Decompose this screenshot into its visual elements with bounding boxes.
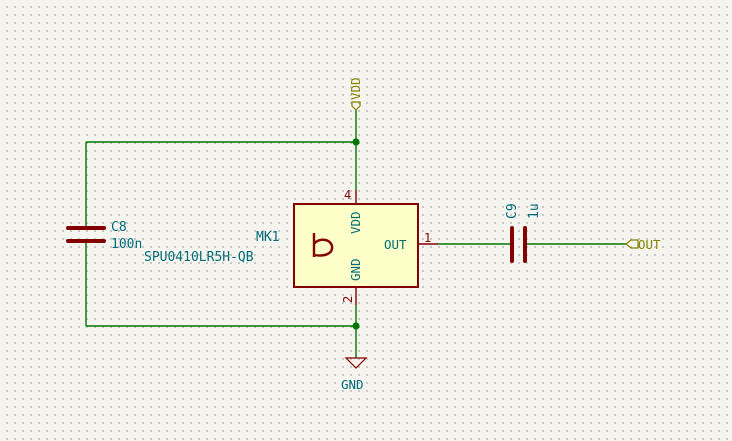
c8-value: 100n <box>111 237 142 252</box>
vdd-label: VDD <box>348 77 363 111</box>
mk1-pin-vdd-name: VDD <box>348 211 363 234</box>
mk1-value: SPU0410LR5H-QB <box>144 250 254 265</box>
microphone-mk1: VDD GND OUT 4 2 1 MK1 SPU0410LR5H-QB <box>144 188 438 305</box>
gnd-label-text: GND <box>341 377 364 392</box>
capacitor-c8: C8 100n <box>66 220 142 252</box>
vdd-label-text: VDD <box>348 77 363 100</box>
mk1-reference: MK1 <box>256 230 279 245</box>
junction-vdd <box>352 138 360 146</box>
mk1-pin-gnd-name: GND <box>348 258 363 281</box>
b-glyph-icon <box>312 233 334 257</box>
c8-reference: C8 <box>111 220 127 235</box>
junction-gnd <box>352 322 360 330</box>
mk1-pin-vdd-number: 4 <box>344 188 351 202</box>
out-label: OUT <box>625 237 661 252</box>
mk1-pin-out-name: OUT <box>384 237 407 252</box>
wires <box>85 110 626 358</box>
capacitor-c9: C9 1u <box>505 203 542 263</box>
c9-reference: C9 <box>505 203 520 219</box>
out-label-text: OUT <box>638 237 661 252</box>
mk1-pin-gnd-number: 2 <box>341 296 355 303</box>
out-flag-icon <box>625 239 639 249</box>
vdd-flag-icon <box>351 101 361 111</box>
gnd-power: GND <box>341 357 368 392</box>
mk1-pin-out-number: 1 <box>424 231 431 245</box>
gnd-symbol-icon <box>344 357 368 369</box>
c9-value: 1u <box>527 203 542 219</box>
